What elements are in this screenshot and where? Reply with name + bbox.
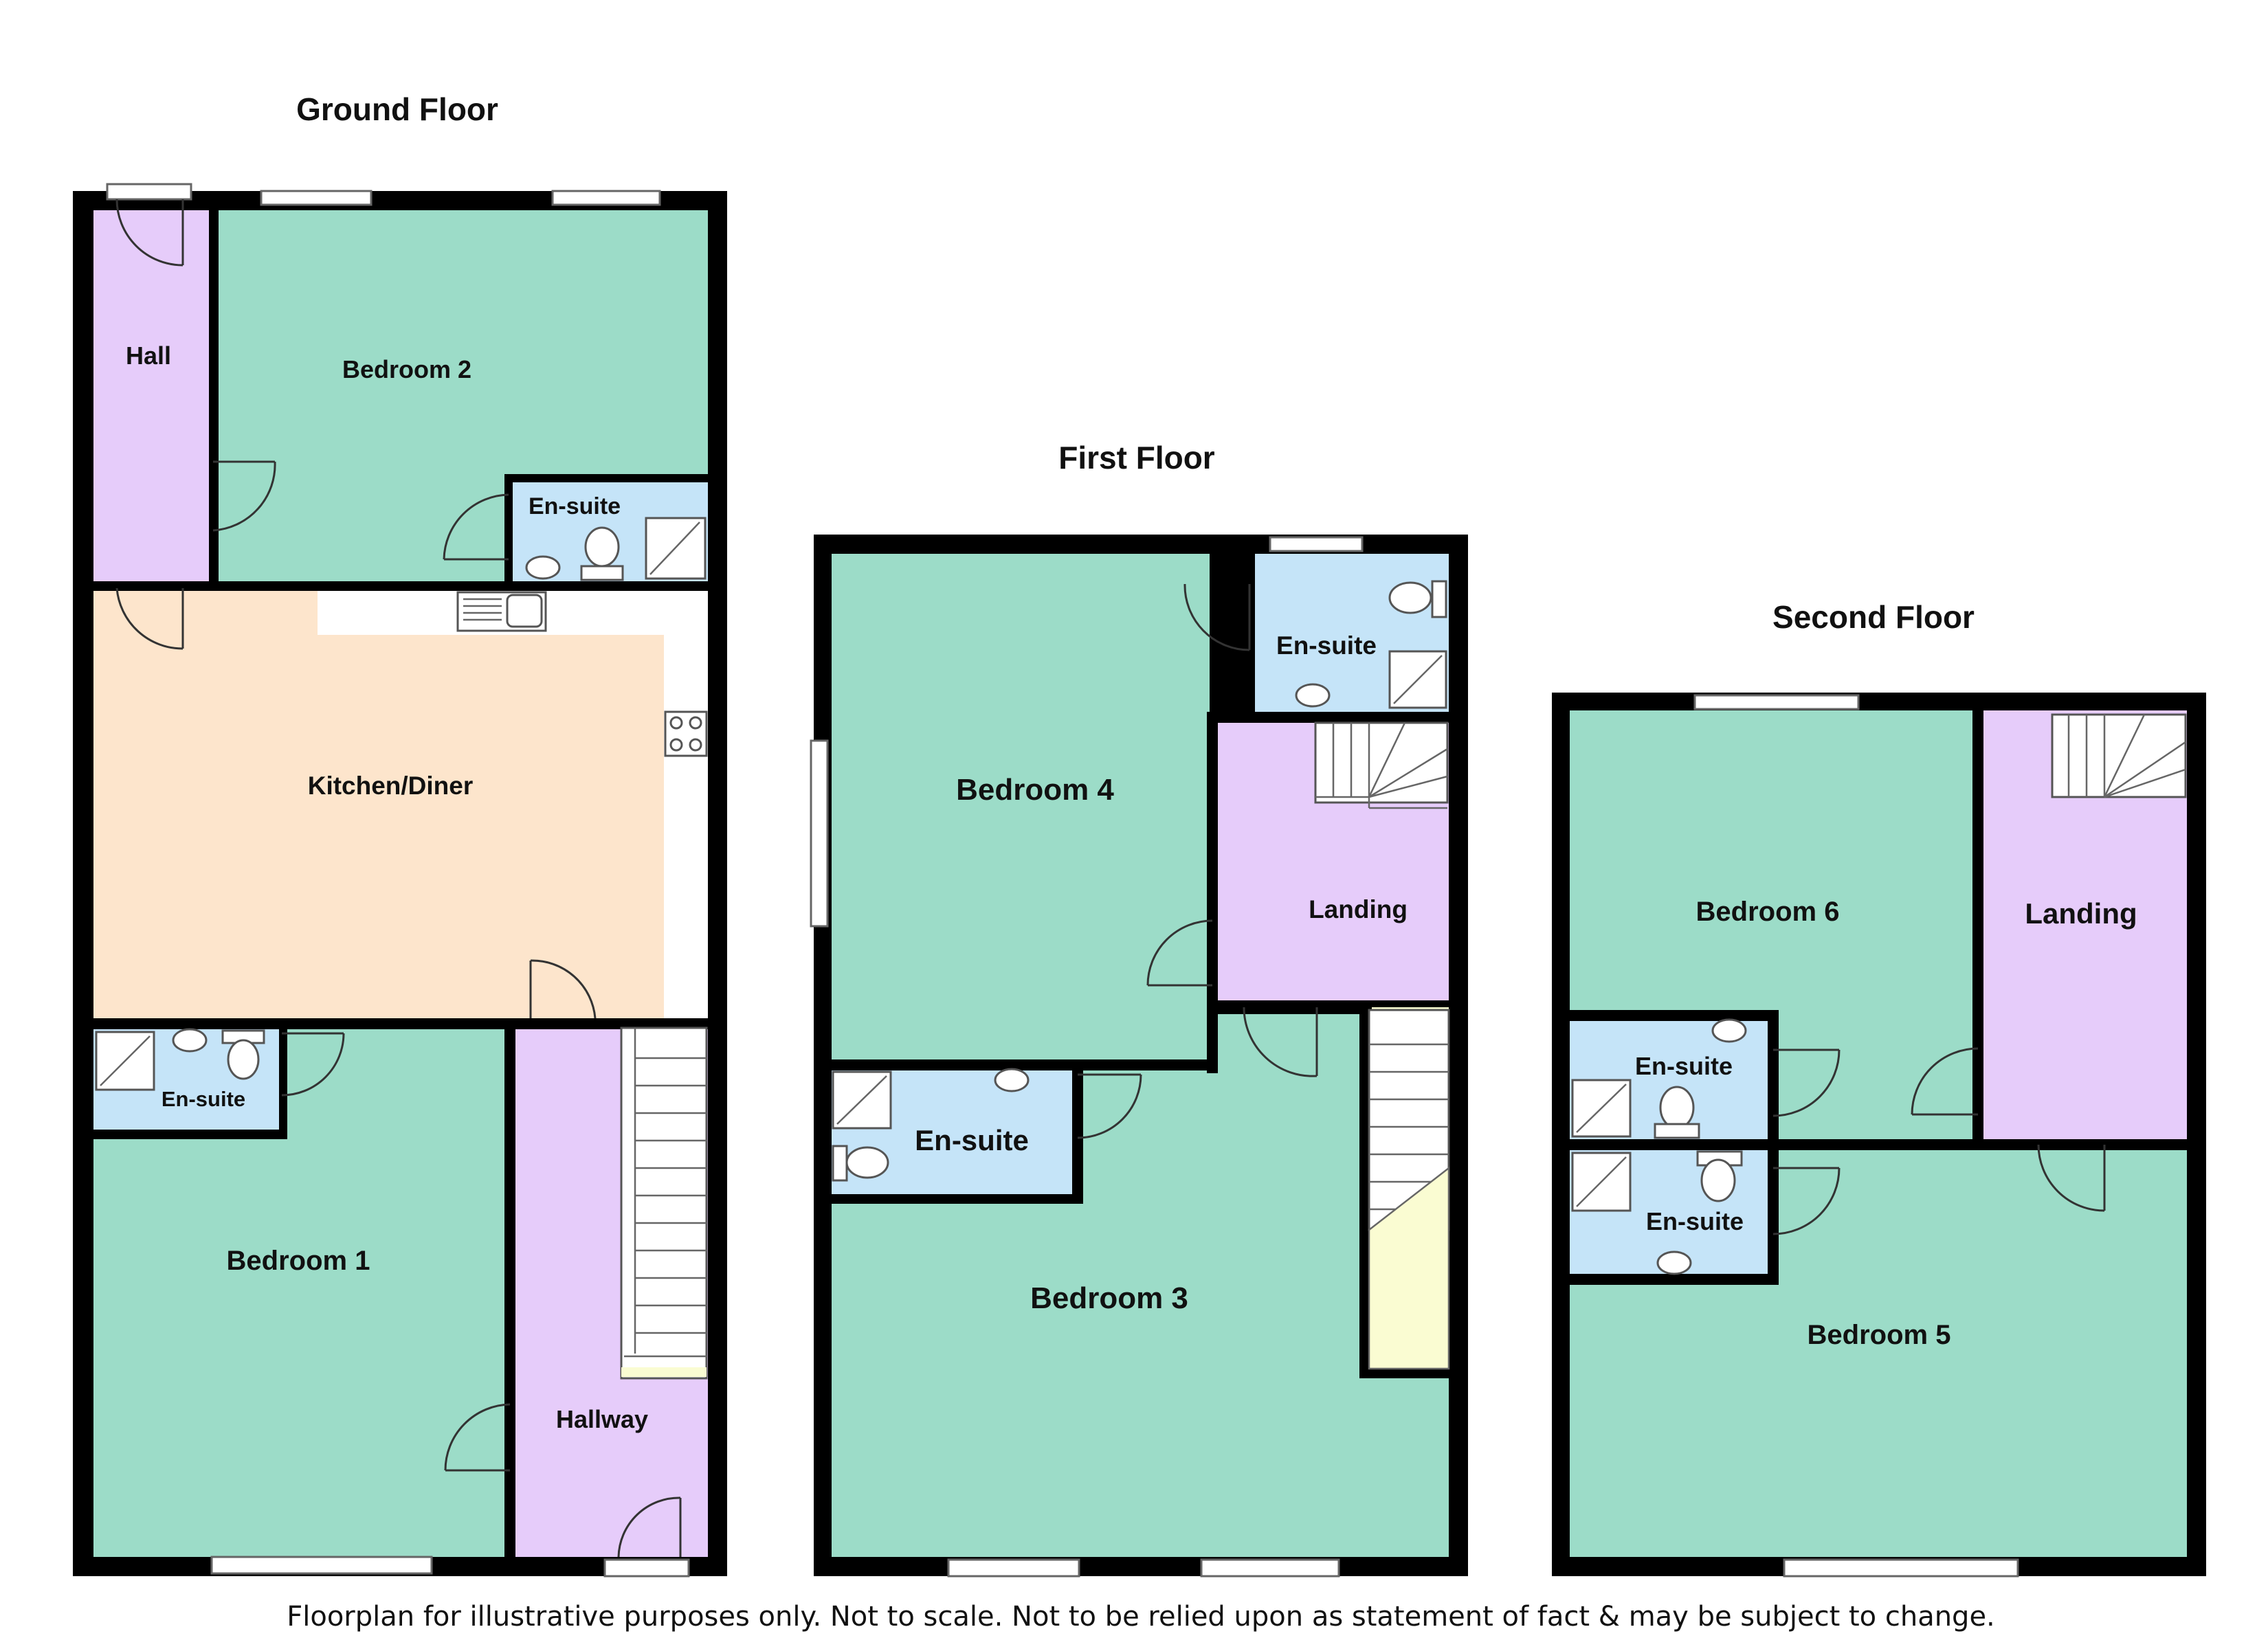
door[interactable] [1911,1047,1979,1116]
bedroom-4-room-fill [832,554,1210,1059]
disclaimer-note: Floorplan for illustrative purposes only… [287,1601,1995,1633]
window [810,739,829,928]
window [106,183,192,201]
second-floor: Second Floor [1552,599,2206,1578]
second-wall [1560,1274,1779,1285]
door[interactable] [1146,919,1213,987]
window [1783,1558,2019,1578]
second-floor-title: Second Floor [1772,599,1975,635]
stair-nosing [621,1367,707,1377]
first-wall [1210,544,1221,717]
first-wall [822,1194,1083,1204]
second-wall [1972,702,1983,1147]
first-wall [1207,712,1218,1073]
door[interactable] [443,493,509,561]
room-label-bedroom-4: Bedroom 4 [956,773,1114,807]
first-wall [1210,712,1457,723]
window [1200,1558,1340,1578]
ensuite-b5-fixtures [1571,1150,1743,1275]
hall-room [93,210,209,581]
first-wall [822,1059,1218,1070]
room-label-ensuite-b3: En-suite [915,1124,1029,1156]
ensuite-b2-fixtures [525,517,707,581]
ensuite-top-fixtures [1295,580,1447,709]
room-label-landing: Landing [1309,895,1408,923]
ground-wall [82,1130,285,1139]
second-staircase [2051,713,2187,798]
room-label-bedroom-2: Bedroom 2 [342,355,471,383]
ground-wall [82,1018,722,1029]
first-floor-title: First Floor [1058,440,1215,475]
window [603,1558,690,1578]
first-wall [1359,1000,1369,1378]
window [1269,536,1364,552]
room-label-bedroom-6: Bedroom 6 [1696,897,1840,927]
door[interactable] [2037,1144,2106,1212]
ground-floor: Ground Floor [73,91,727,1578]
room-label-ensuite-b5: En-suite [1646,1207,1744,1235]
first-wall [1359,1369,1457,1378]
ground-wall [279,1024,287,1139]
door[interactable] [281,1032,345,1097]
first-lower-staircase [1368,1009,1450,1370]
window [947,1558,1080,1578]
room-label-kitchen-diner: Kitchen/Diner [308,772,474,800]
door[interactable] [1772,1048,1841,1117]
door[interactable] [1183,583,1251,651]
ground-staircase [620,1027,708,1380]
door[interactable] [529,959,597,1019]
room-label-ensuite-top: En-suite [1276,631,1377,660]
room-label-bedroom-3: Bedroom 3 [1030,1281,1188,1315]
ground-wall [504,474,513,583]
door[interactable] [1077,1073,1142,1139]
door[interactable] [1772,1167,1841,1235]
ensuite-b6-fixtures [1571,1018,1747,1139]
door[interactable] [115,199,184,267]
kitchen-counter-right [664,635,708,1018]
room-label-hall: Hall [126,341,171,370]
room-label-ensuite-b1: En-suite [162,1087,245,1111]
ground-wall [504,474,718,482]
room-label-hallway: Hallway [556,1405,648,1433]
second-wall [1560,1010,1779,1021]
first-wall [1218,1000,1372,1010]
sink-unit [456,591,547,632]
door[interactable] [617,1496,682,1558]
kitchen-diner-room [93,591,708,1018]
ground-wall [504,1024,515,1560]
room-label-bedroom-1: Bedroom 1 [227,1246,370,1276]
room-label-bedroom-5: Bedroom 5 [1808,1320,1951,1350]
first-wall [1072,1064,1083,1204]
window [210,1556,433,1575]
room-label-ensuite-b6: En-suite [1635,1052,1733,1080]
ground-wall [209,203,219,583]
window [551,190,661,206]
room-label-landing: Landing [2025,897,2137,930]
door[interactable] [444,1403,511,1472]
ground-floor-title: Ground Floor [296,91,498,127]
window [260,190,373,206]
second-wall [1560,1139,2197,1150]
door[interactable] [115,587,184,650]
room-label-ensuite-b2: En-suite [529,493,621,519]
first-floor: First Floor [810,440,1468,1578]
stair-landing-cut [1368,1166,1450,1370]
window [1693,694,1860,710]
door[interactable] [1243,1007,1318,1077]
hob [664,710,708,757]
ensuite-b3-fixtures [832,1068,1030,1182]
door[interactable] [212,460,276,532]
ground-wall [82,581,722,591]
first-upper-staircase [1314,721,1449,809]
ensuite-b1-fixtures [95,1028,265,1091]
